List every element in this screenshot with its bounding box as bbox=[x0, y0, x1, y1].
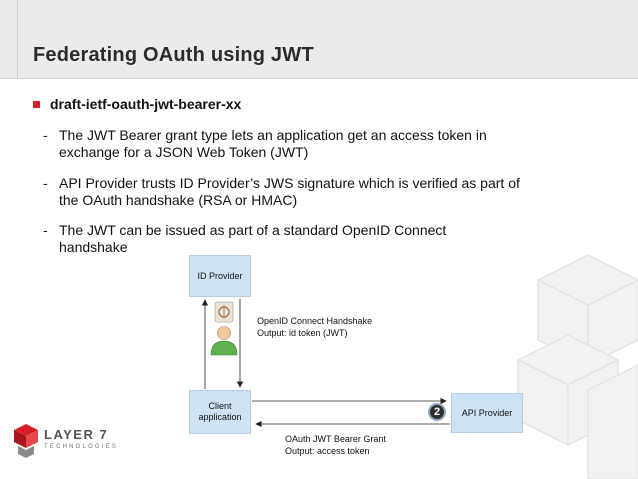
dash-icon: - bbox=[43, 175, 48, 191]
sub-bullet-text: The JWT Bearer grant type lets an applic… bbox=[59, 127, 487, 160]
header-left-rule bbox=[17, 0, 18, 79]
dash-icon: - bbox=[43, 222, 48, 238]
client-label-line1: Client bbox=[208, 401, 232, 411]
id-provider-label: ID Provider bbox=[197, 270, 243, 281]
openid-connect-label: OpenID Connect Handshake Output: id toke… bbox=[257, 315, 372, 339]
client-application-box: Client application bbox=[189, 390, 251, 434]
openid-line2: Output: id token (JWT) bbox=[257, 328, 348, 338]
main-bullet-text: draft-ietf-oauth-jwt-bearer-xx bbox=[50, 96, 242, 112]
client-label-line2: application bbox=[198, 412, 242, 422]
main-bullet: draft-ietf-oauth-jwt-bearer-xx bbox=[33, 96, 241, 112]
api-provider-label: API Provider bbox=[461, 407, 513, 418]
id-provider-box: ID Provider bbox=[189, 255, 251, 297]
header-band bbox=[0, 0, 638, 79]
sub-bullet-text: API Provider trusts ID Provider’s JWS si… bbox=[59, 175, 520, 208]
layer7-logo: LAYER 7 TECHNOLOGIES bbox=[10, 424, 120, 464]
oauth2-badge-text: 2 bbox=[433, 406, 441, 418]
oauth-jwt-bearer-label: OAuth JWT Bearer Grant Output: access to… bbox=[285, 433, 386, 457]
user-icon bbox=[210, 326, 238, 356]
api-provider-box: API Provider bbox=[451, 393, 523, 433]
header-bottom-rule bbox=[0, 78, 638, 79]
layer7-logo-name: LAYER 7 bbox=[44, 427, 109, 442]
oauth-line2: Output: access token bbox=[285, 446, 370, 456]
background-cube-decoration bbox=[516, 254, 638, 479]
sub-bullet-2: - API Provider trusts ID Provider’s JWS … bbox=[43, 175, 523, 209]
layer7-logo-sub: TECHNOLOGIES bbox=[44, 444, 119, 450]
sub-bullet-3: - The JWT can be issued as part of a sta… bbox=[43, 222, 503, 256]
client-application-label: Client application bbox=[198, 401, 241, 423]
dash-icon: - bbox=[43, 127, 48, 143]
openid-line1: OpenID Connect Handshake bbox=[257, 316, 373, 326]
sub-bullet-text: The JWT can be issued as part of a stand… bbox=[59, 222, 447, 255]
slide-title: Federating OAuth using JWT bbox=[33, 44, 314, 66]
red-bullet-icon bbox=[33, 100, 40, 108]
oauth-line1: OAuth JWT Bearer Grant bbox=[285, 434, 386, 444]
sub-bullet-1: - The JWT Bearer grant type lets an appl… bbox=[43, 127, 543, 161]
oauth2-badge-icon: 2 bbox=[428, 403, 446, 421]
layer7-logo-mark-icon bbox=[14, 424, 38, 458]
jwt-token-icon bbox=[214, 301, 234, 323]
